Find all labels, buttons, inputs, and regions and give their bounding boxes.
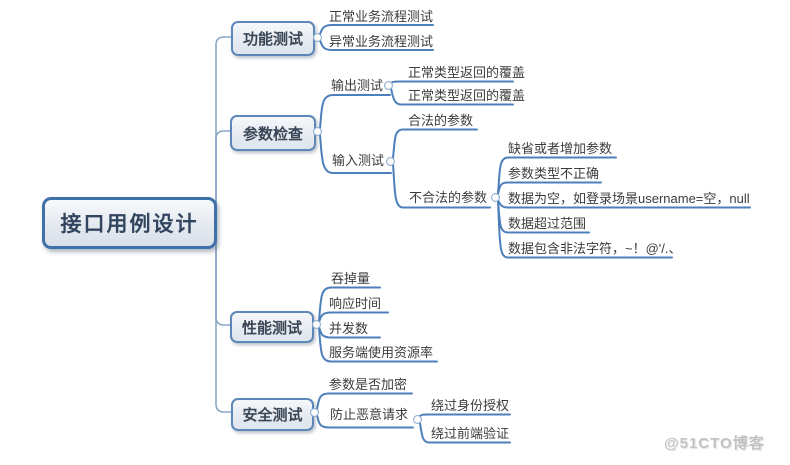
main-topic-parameter-check[interactable]: 参数检查 xyxy=(230,115,316,151)
subtopic[interactable]: 并发数 xyxy=(329,321,369,336)
subtopic[interactable]: 吞掉量 xyxy=(331,271,371,286)
collapse-handle[interactable] xyxy=(312,32,322,42)
subtopic[interactable]: 输入测试 xyxy=(332,153,385,168)
branch-line xyxy=(497,181,602,195)
branch-line xyxy=(318,286,381,322)
subtopic[interactable]: 服务端使用资源率 xyxy=(329,345,434,360)
subtopic[interactable]: 正常业务流程测试 xyxy=(329,9,434,24)
branch-line xyxy=(497,156,617,194)
trunk-line xyxy=(215,36,231,220)
branch-line xyxy=(319,24,434,35)
subtopic[interactable]: 防止恶意请求 xyxy=(330,407,409,422)
branch-line xyxy=(319,134,392,174)
trunk-line xyxy=(215,220,230,326)
branch-line xyxy=(392,163,491,209)
subtopic[interactable]: 参数类型不正确 xyxy=(508,166,600,181)
collapse-handle[interactable] xyxy=(312,126,322,136)
main-topic-performance-testing[interactable]: 性能测试 xyxy=(230,311,314,343)
branch-line xyxy=(497,200,673,259)
watermark-51cto: @51CTO博客 xyxy=(664,435,765,452)
subtopic[interactable]: 数据为空，如登录场景username=空，null xyxy=(508,191,750,206)
subtopic[interactable]: 数据超过范围 xyxy=(508,216,587,231)
collapse-handle[interactable] xyxy=(490,192,500,202)
subtopic[interactable]: 绕过前端验证 xyxy=(431,426,510,441)
trunk-line xyxy=(215,130,230,220)
trunk-line xyxy=(215,220,231,413)
subtopic[interactable]: 正常类型返回的覆盖 xyxy=(408,88,526,103)
subtopic[interactable]: 正常类型返回的覆盖 xyxy=(408,65,526,80)
collapse-handle[interactable] xyxy=(311,320,321,329)
branch-line xyxy=(419,422,511,444)
branch-line xyxy=(392,128,478,159)
collapse-handle[interactable] xyxy=(383,80,393,90)
branch-line xyxy=(390,80,514,84)
branch-line xyxy=(316,392,413,410)
branch-line xyxy=(390,87,514,106)
subtopic[interactable]: 参数是否加密 xyxy=(329,377,408,392)
subtopic[interactable]: 数据包含非法字符，~！@'/.、 xyxy=(508,241,682,256)
subtopic[interactable]: 响应时间 xyxy=(329,296,382,311)
subtopic[interactable]: 输出测试 xyxy=(331,78,384,93)
branch-line xyxy=(319,94,391,129)
subtopic[interactable]: 合法的参数 xyxy=(408,113,474,128)
collapse-handle[interactable] xyxy=(385,156,395,166)
branch-line xyxy=(319,39,434,51)
branch-line xyxy=(419,413,511,417)
branch-line xyxy=(318,327,438,363)
subtopic[interactable]: 绕过身份授权 xyxy=(431,398,510,413)
subtopic[interactable]: 不合法的参数 xyxy=(409,190,488,205)
branch-line xyxy=(316,414,414,429)
collapse-handle[interactable] xyxy=(412,414,422,424)
main-topic-security-testing[interactable]: 安全测试 xyxy=(231,398,314,431)
main-topic-functional-testing[interactable]: 功能测试 xyxy=(231,21,315,56)
central-topic[interactable]: 接口用例设计 xyxy=(42,197,217,249)
subtopic[interactable]: 缺省或者增加参数 xyxy=(508,141,613,156)
collapse-handle[interactable] xyxy=(309,407,319,417)
subtopic[interactable]: 异常业务流程测试 xyxy=(329,34,434,49)
